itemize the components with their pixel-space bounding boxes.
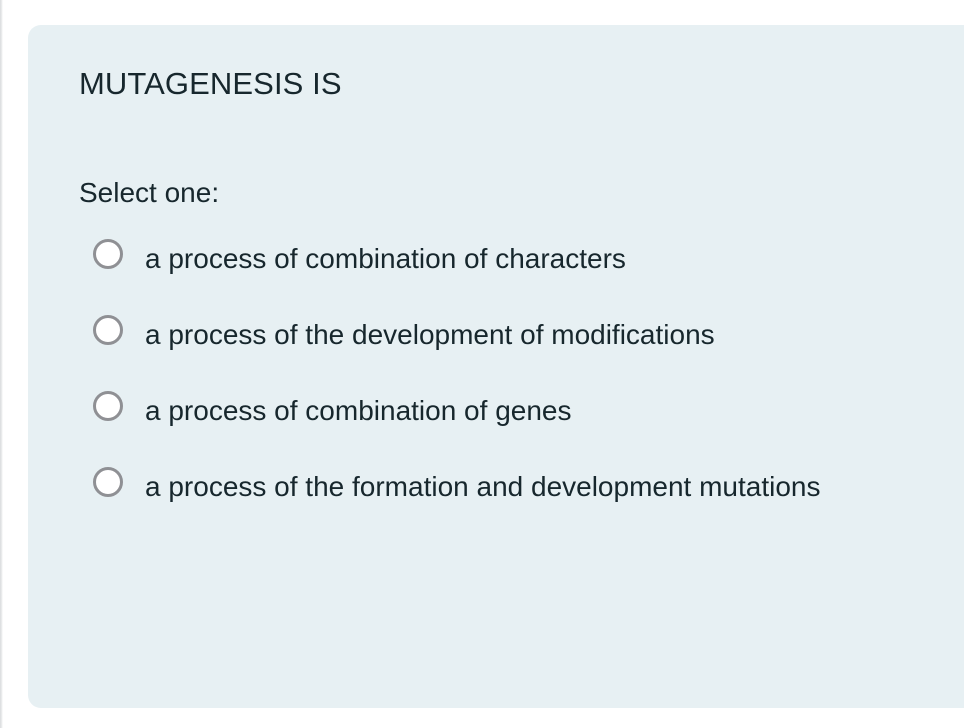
radio-button-icon-1[interactable] — [93, 239, 123, 269]
answer-option-label-1[interactable]: a process of combination of characters — [145, 243, 626, 274]
answer-option-3[interactable]: a process of combination of genes — [79, 384, 959, 437]
radio-button-icon-4[interactable] — [93, 467, 123, 497]
answer-option-label-3[interactable]: a process of combination of genes — [145, 395, 572, 426]
answer-option-1[interactable]: a process of combination of characters — [79, 232, 959, 285]
answer-option-2[interactable]: a process of the development of modifica… — [79, 308, 959, 361]
answer-option-4[interactable]: a process of the formation and developme… — [79, 460, 959, 513]
radio-button-icon-3[interactable] — [93, 391, 123, 421]
page-title: MUTAGENESIS IS — [79, 66, 342, 101]
question-card: MUTAGENESIS IS Select one: a process of … — [28, 25, 964, 708]
select-one-label: Select one: — [79, 177, 220, 208]
radio-button-icon-2[interactable] — [93, 315, 123, 345]
answer-options-list: a process of combination of characters a… — [79, 232, 959, 513]
answer-option-label-4[interactable]: a process of the formation and developme… — [145, 471, 821, 502]
left-edge-divider — [0, 0, 3, 728]
answer-option-label-2[interactable]: a process of the development of modifica… — [145, 319, 715, 350]
